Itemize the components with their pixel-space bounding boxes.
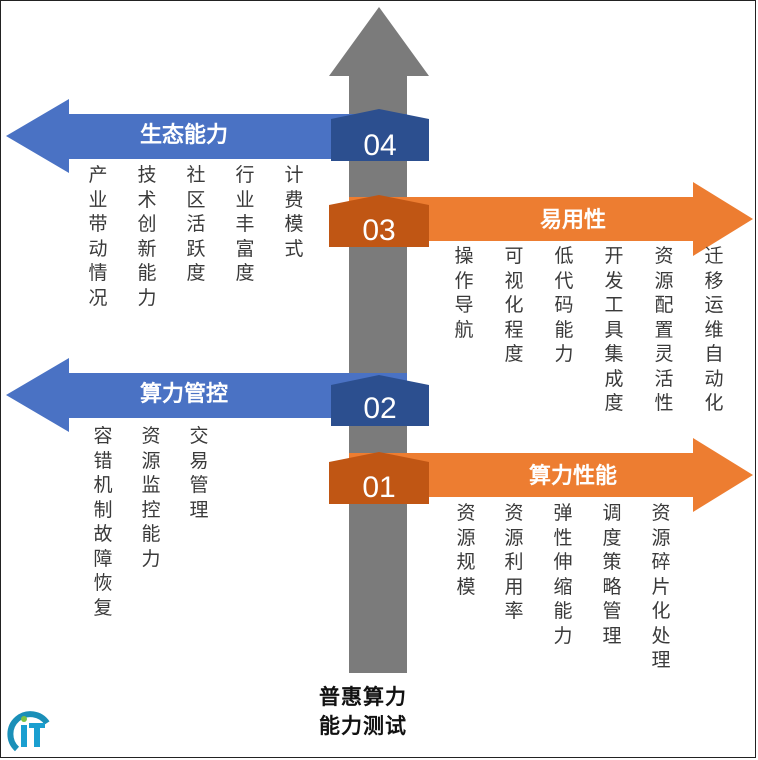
central-title: 普惠算力 能力测试: [319, 683, 407, 741]
branch-arrow-03: [349, 182, 753, 256]
badge-02: [331, 375, 429, 426]
central-title-line1: 普惠算力: [319, 685, 407, 709]
badge-04: [331, 109, 429, 161]
item-04-5: 计费模式: [284, 164, 304, 260]
central-title-line2: 能力测试: [319, 714, 407, 738]
item-02-2: 资源监控能力: [141, 425, 161, 570]
item-03-1: 操作导航: [454, 245, 474, 341]
item-03-6: 迁移运维自动化: [704, 245, 724, 414]
item-04-2: 技术创新能力: [137, 164, 157, 309]
badge-number-02: 02: [363, 392, 396, 425]
badge-number-01: 01: [362, 471, 395, 504]
item-03-4: 开发工具集成度: [604, 245, 624, 414]
it-logo-icon: [7, 711, 50, 752]
branch-arrow-02: [6, 358, 407, 432]
item-04-1: 产业带动情况: [88, 164, 108, 309]
item-01-5: 资源碎片化处理: [651, 502, 671, 671]
badge-01: [329, 452, 429, 504]
item-01-2: 资源利用率: [504, 502, 524, 622]
item-01-3: 弹性伸缩能力: [553, 502, 573, 647]
branch-arrow-01: [349, 438, 753, 512]
branch-title-03: 易用性: [540, 208, 606, 233]
badge-number-04: 04: [363, 129, 396, 162]
item-02-1: 容错机制故障恢复: [93, 425, 113, 619]
item-02-3: 交易管理: [189, 425, 209, 521]
branch-arrow-04: [6, 99, 407, 173]
item-01-4: 调度策略管理: [602, 502, 622, 647]
item-01-1: 资源规模: [456, 502, 476, 598]
branch-title-04: 生态能力: [140, 122, 228, 148]
badge-03: [329, 195, 429, 247]
item-03-3: 低代码能力: [554, 245, 574, 365]
central-trunk-arrow: [329, 7, 429, 673]
badge-number-03: 03: [362, 214, 395, 247]
item-04-3: 社区活跃度: [186, 164, 206, 284]
branch-title-01: 算力性能: [529, 463, 617, 489]
item-03-5: 资源配置灵活性: [654, 245, 674, 414]
item-04-4: 行业丰富度: [235, 164, 255, 284]
item-03-2: 可视化程度: [504, 245, 524, 365]
branch-title-02: 算力管控: [140, 381, 228, 407]
